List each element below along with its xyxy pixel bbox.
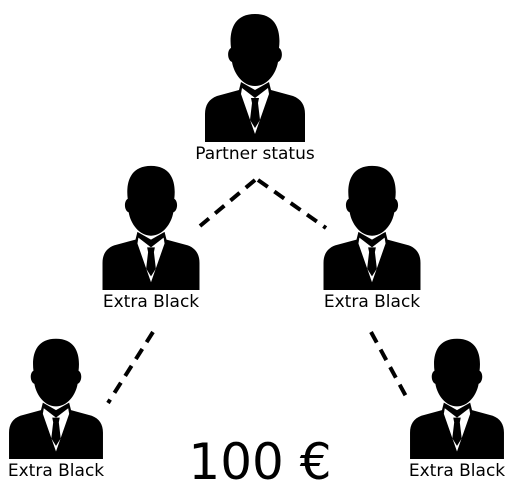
businessman-icon — [323, 165, 421, 290]
node-extra-black-bottom-right: Extra Black — [387, 335, 508, 481]
node-extra-black-bottom-left: Extra Black — [0, 335, 126, 481]
node-extra-black-mid-right: Extra Black — [302, 162, 442, 312]
businessman-icon — [102, 165, 200, 290]
price-amount: 100 € — [188, 433, 332, 491]
connector-mid-left-to-bottom-left — [106, 330, 155, 405]
businessman-icon — [9, 338, 103, 459]
node-label: Extra Black — [323, 292, 421, 312]
node-label: Extra Black — [7, 461, 105, 481]
node-label: Extra Black — [408, 461, 506, 481]
node-partner-status: Partner status — [185, 10, 325, 164]
businessman-icon — [410, 338, 504, 459]
node-label: Extra Black — [102, 292, 200, 312]
connector-top-to-mid-right — [256, 178, 328, 230]
connector-mid-right-to-bottom-right — [369, 331, 410, 401]
connector-top-to-mid-left — [198, 178, 257, 228]
node-label: Partner status — [195, 144, 315, 164]
businessman-icon — [205, 14, 305, 142]
node-extra-black-mid-left: Extra Black — [81, 162, 221, 312]
